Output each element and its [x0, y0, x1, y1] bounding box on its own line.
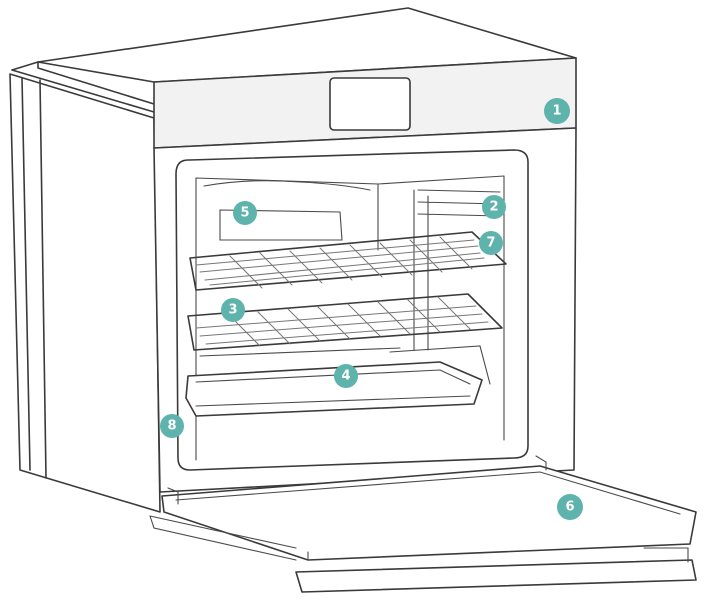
door-hinge-left [167, 487, 179, 505]
marker-7-label: 7 [486, 236, 495, 251]
marker-1-circle [544, 98, 570, 124]
marker-4-circle [334, 364, 358, 388]
marker-2: 2 [482, 195, 506, 219]
lower-rack-wires [195, 296, 489, 347]
top-heating-element [203, 180, 371, 191]
marker-6: 6 [557, 494, 583, 520]
oven-left-side [9, 73, 161, 513]
marker-3-circle [221, 298, 245, 322]
marker-7: 7 [479, 231, 503, 255]
marker-8-circle [160, 414, 184, 438]
marker-2-circle [482, 195, 506, 219]
oven-door [161, 465, 697, 561]
marker-2-label: 2 [489, 200, 498, 215]
marker-1: 1 [544, 98, 570, 124]
marker-1-label: 1 [552, 104, 561, 119]
oven-top-edge [11, 61, 155, 113]
side-rails [413, 189, 501, 351]
oven-door-inner-edge [175, 471, 681, 561]
marker-6-label: 6 [565, 500, 574, 515]
marker-8: 8 [160, 414, 184, 438]
marker-5: 5 [233, 201, 257, 225]
marker-8-label: 8 [167, 419, 176, 434]
marker-4-label: 4 [341, 369, 350, 384]
tray-rails [199, 345, 491, 385]
marker-7-circle [479, 231, 503, 255]
marker-5-circle [233, 201, 257, 225]
marker-3: 3 [221, 298, 245, 322]
baking-tray-rim [195, 369, 471, 407]
upper-wire-rack [189, 231, 507, 291]
marker-4: 4 [334, 364, 358, 388]
door-handle-rail [295, 559, 697, 593]
baking-tray [185, 361, 483, 417]
upper-rack-wires [195, 236, 485, 289]
marker-3-label: 3 [228, 303, 237, 318]
display-window [329, 77, 411, 131]
marker-5-label: 5 [240, 206, 249, 221]
lamp-cover [219, 209, 343, 241]
marker-6-circle [557, 494, 583, 520]
cavity-back [195, 175, 505, 461]
lower-wire-rack [187, 293, 503, 351]
door-bottom-feet [149, 515, 689, 563]
door-hinge-right [535, 455, 547, 471]
oven-side-trim [21, 61, 155, 479]
